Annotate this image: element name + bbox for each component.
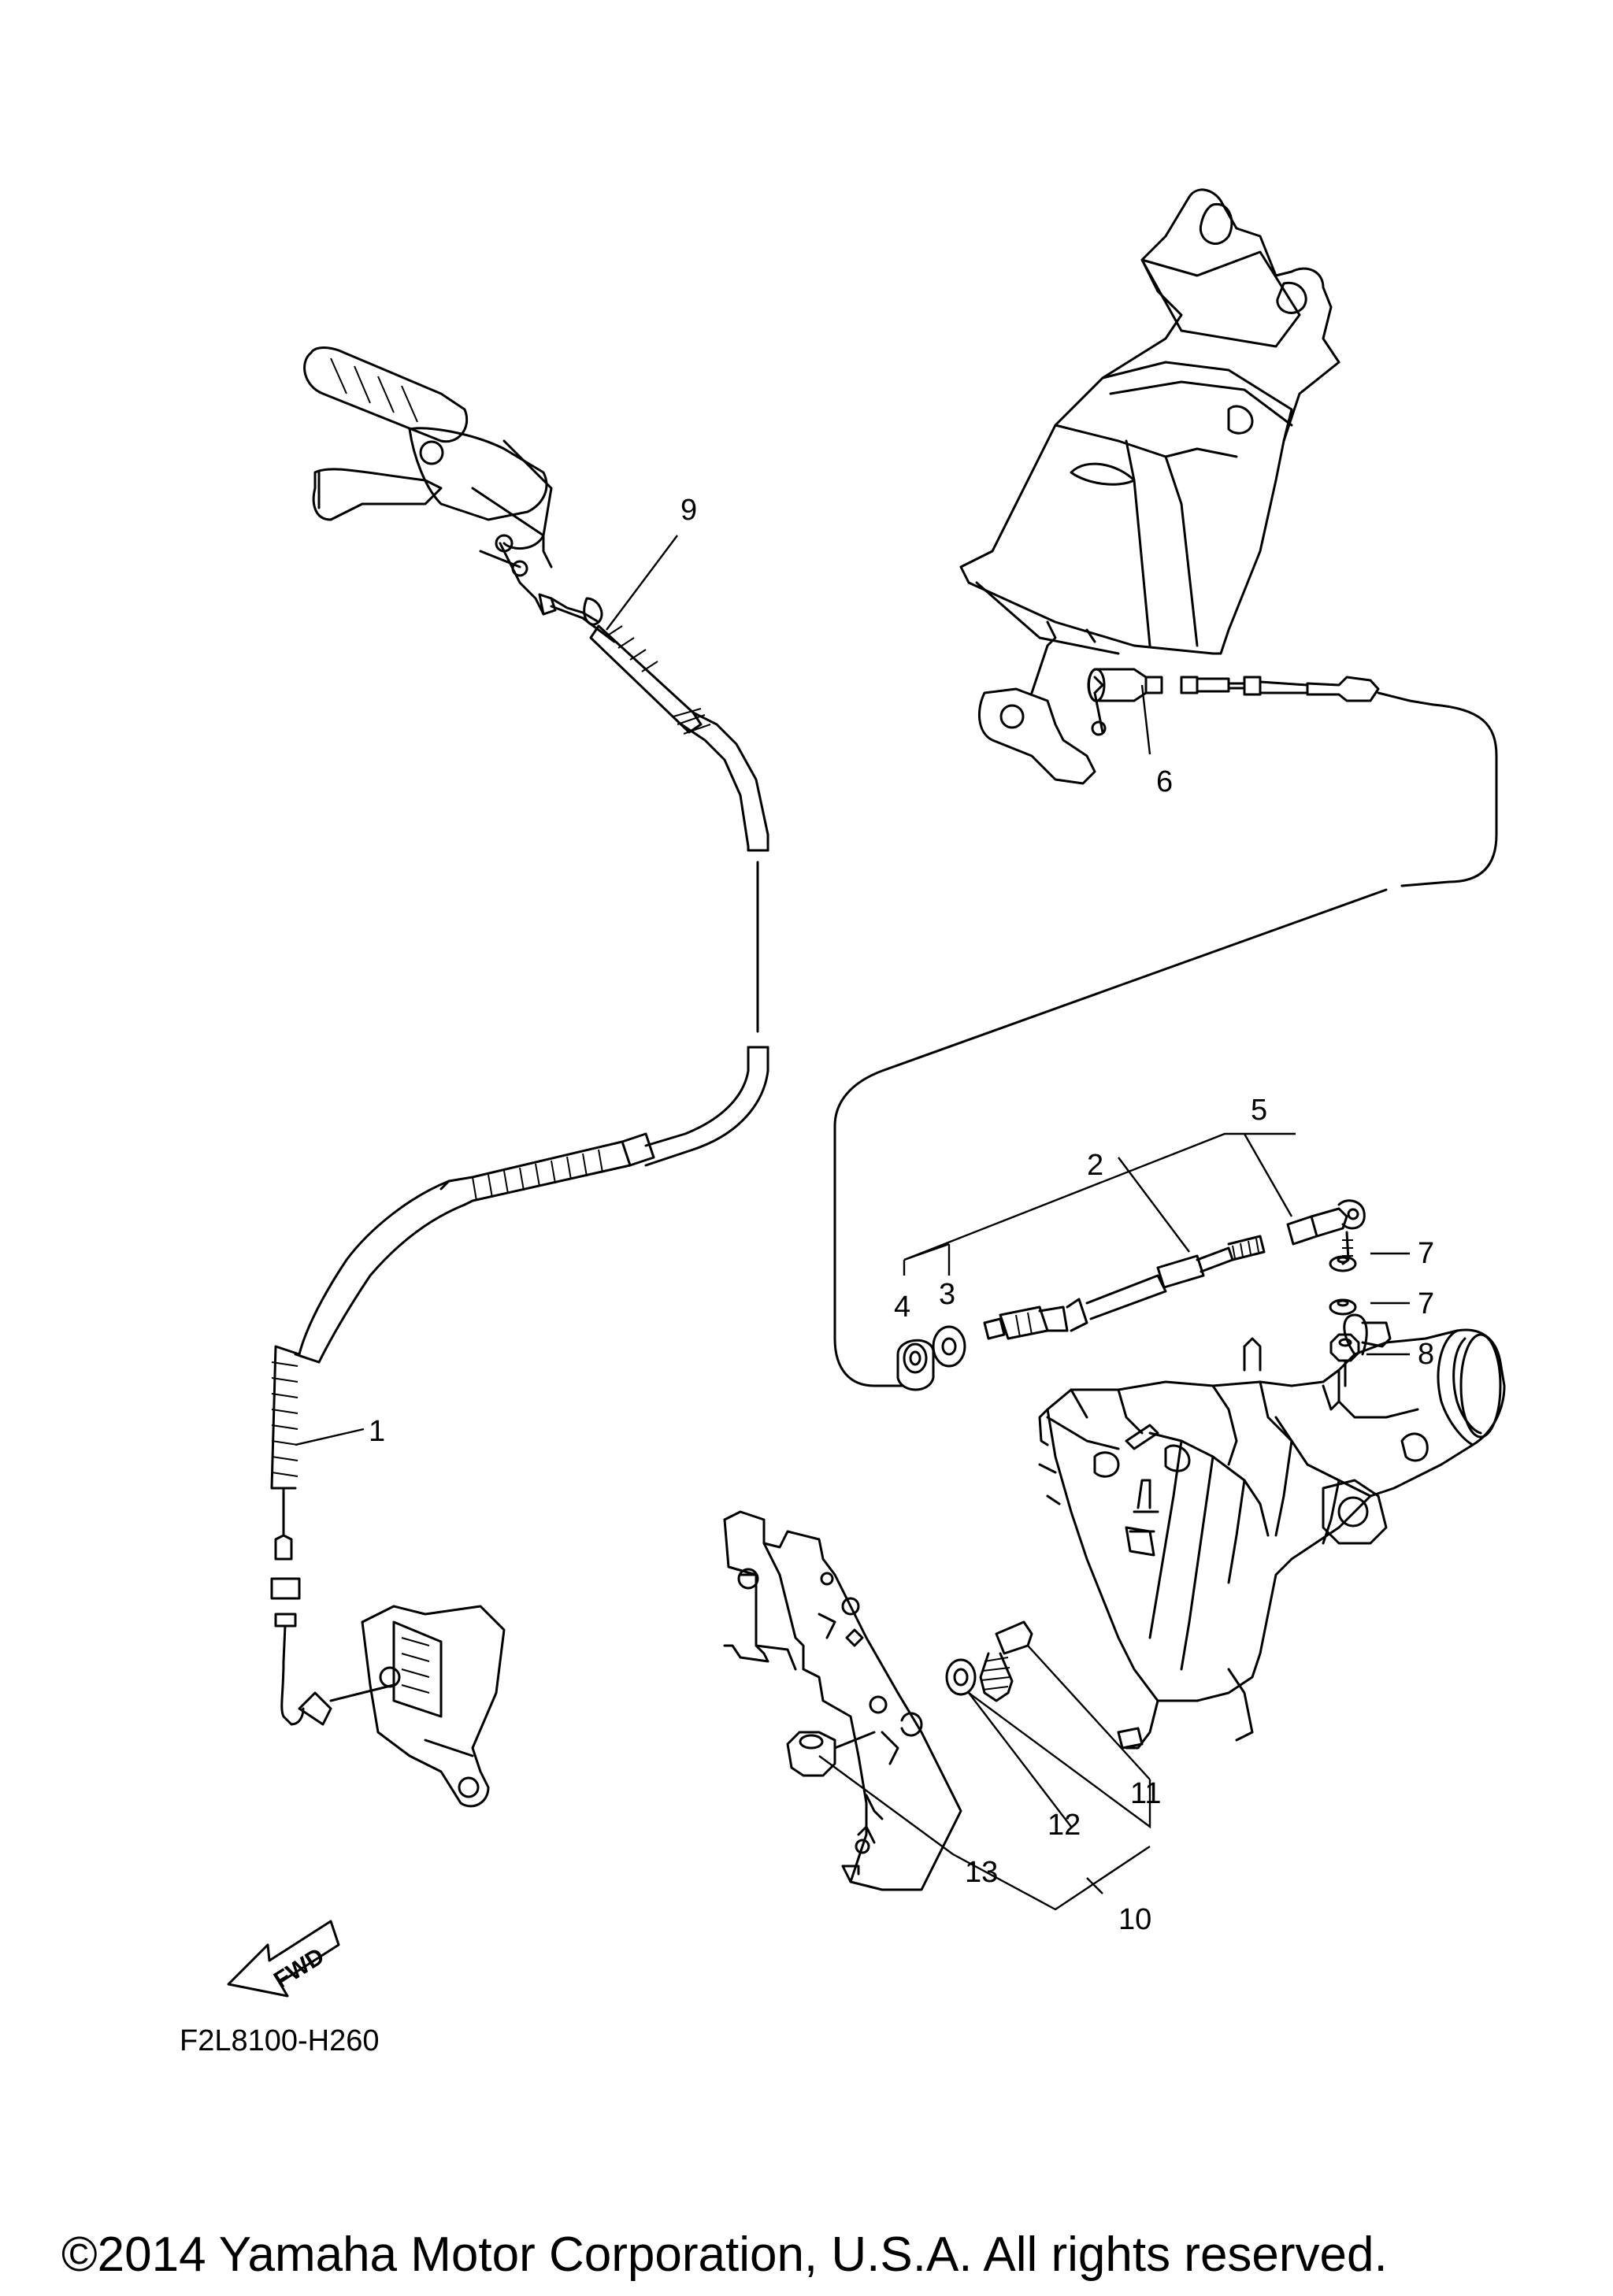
nut-4-washer-3 <box>896 1325 966 1391</box>
callout-8: 8 <box>1418 1338 1434 1371</box>
fitting-washer-nut <box>786 1620 1033 1777</box>
callout-2: 2 <box>1087 1149 1103 1182</box>
callout-11: 11 <box>1130 1777 1161 1810</box>
callout-5: 5 <box>1251 1094 1267 1127</box>
callout-4: 4 <box>894 1291 910 1324</box>
callout-labels: 1 2 3 4 5 6 7 7 8 9 10 11 12 13 <box>369 494 1434 1936</box>
fwd-label: FWD <box>269 1943 328 1994</box>
callout-9: 9 <box>680 494 697 527</box>
drawing-code: F2L8100-H260 <box>180 2024 380 2057</box>
shift-cable-2 <box>983 1199 1366 1340</box>
callout-7b: 7 <box>1418 1287 1434 1320</box>
engine-housing <box>1038 1313 1506 1750</box>
copyright-notice: ©2014 Yamaha Motor Corporation, U.S.A. A… <box>61 2227 1388 2282</box>
leader-lines <box>295 535 1410 1911</box>
throttle-body-assembly <box>329 1605 506 1808</box>
jet-pump-nozzle <box>959 188 1340 785</box>
callout-7a: 7 <box>1418 1237 1434 1270</box>
cable-joint-6 <box>833 668 1498 1387</box>
throttle-cable <box>270 597 769 1726</box>
callout-6: 6 <box>1156 765 1173 798</box>
handlebar-grip-assembly <box>303 346 557 616</box>
fwd-arrow-icon: FWD <box>227 1920 340 1998</box>
callout-10: 10 <box>1118 1903 1151 1936</box>
mounting-plate <box>723 1510 962 1891</box>
callout-12: 12 <box>1048 1809 1081 1842</box>
callout-1: 1 <box>369 1415 385 1448</box>
callout-13: 13 <box>965 1856 998 1889</box>
callout-3: 3 <box>939 1278 955 1311</box>
